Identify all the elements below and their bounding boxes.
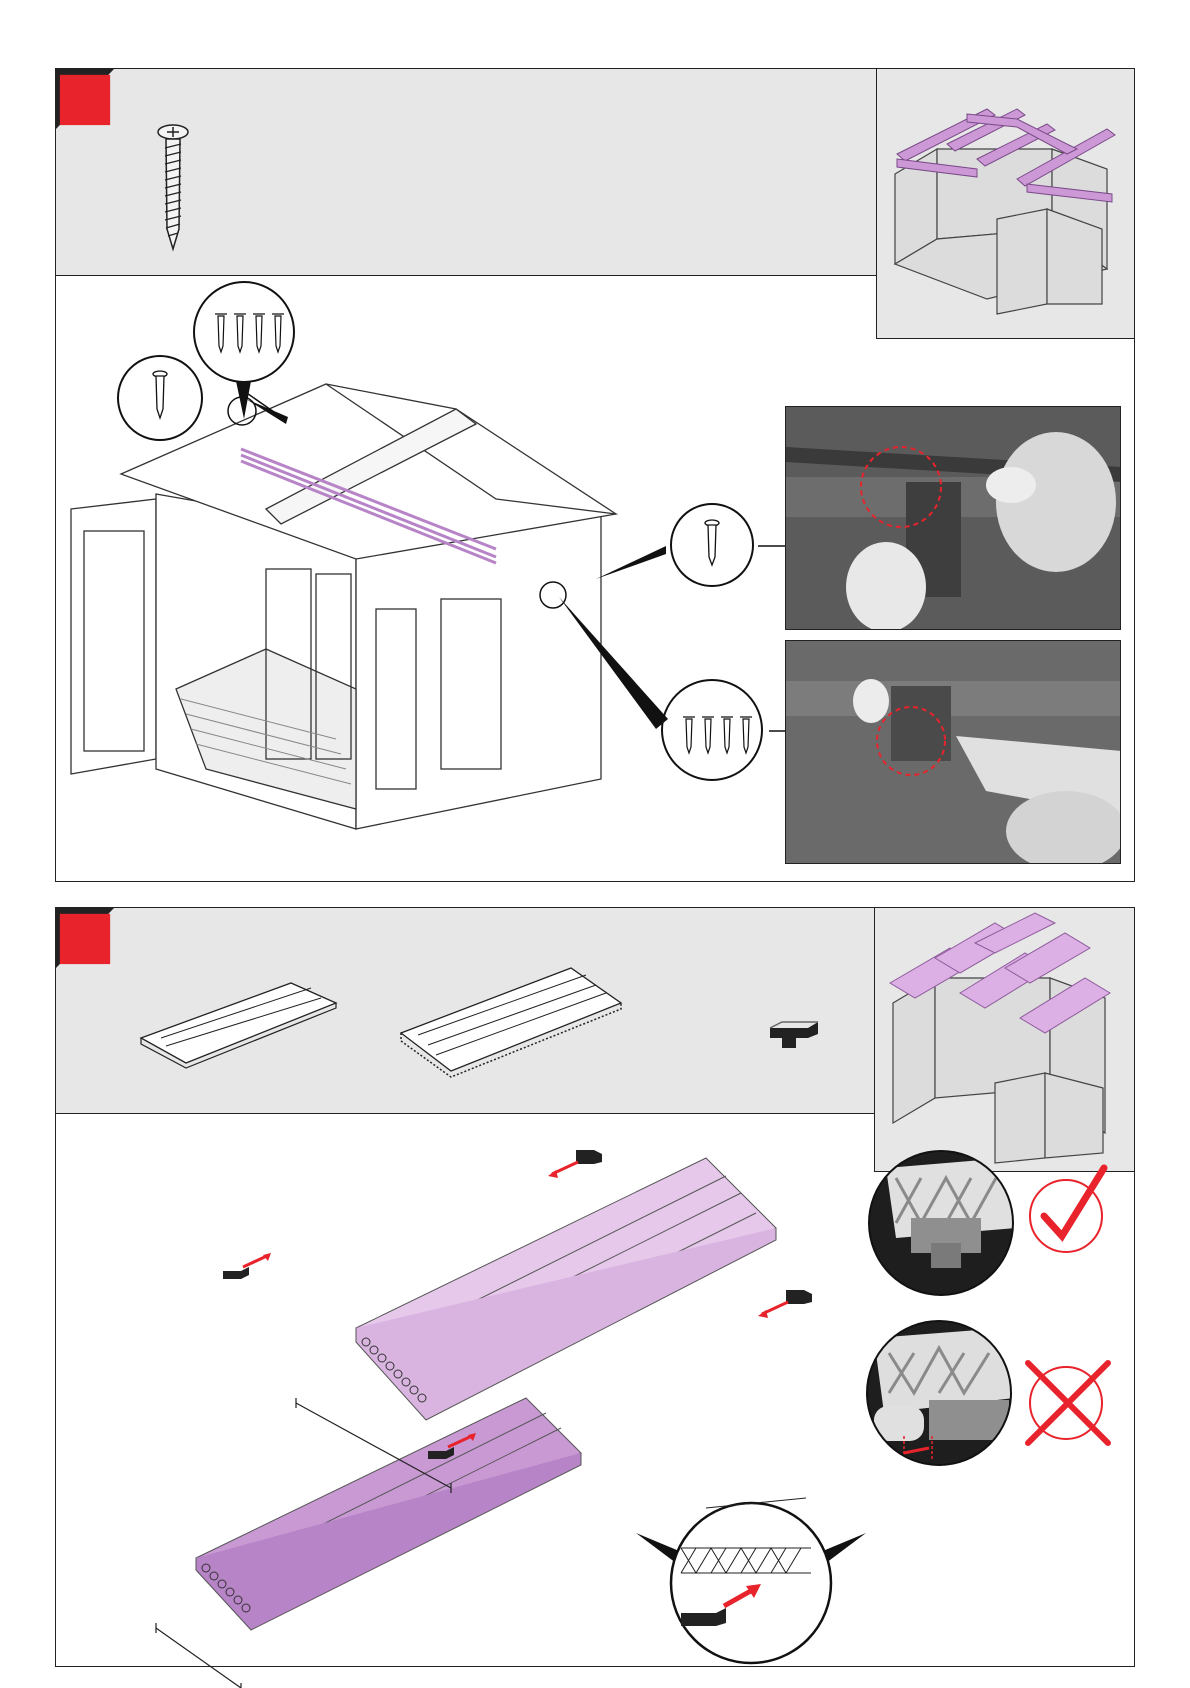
- step-2-panel: [55, 907, 1135, 1667]
- step-2-overview-thumbnail: [874, 908, 1134, 1172]
- end-cap-plug-icon: [768, 1020, 820, 1056]
- step-2-parts-bar: [56, 908, 876, 1114]
- wide-roof-panel-icon: [396, 963, 636, 1083]
- callout-pointers: [56, 69, 1136, 883]
- roof-panel-wide-illustration: [296, 1158, 816, 1498]
- cross-icon: [1018, 1353, 1118, 1453]
- narrow-roof-panel-icon: [136, 968, 346, 1068]
- step-2-badge-icon: [56, 908, 114, 968]
- plug-insertion-detail: [636, 1488, 866, 1663]
- correct-fit-photo: [866, 1148, 1016, 1298]
- arrow-plug-left-narrow: [221, 1253, 281, 1287]
- step-1-panel: [55, 68, 1135, 882]
- arrow-plug-left-wide: [426, 1433, 486, 1467]
- incorrect-fit-photo: [864, 1318, 1014, 1468]
- shed-roof-overview-icon: [875, 908, 1135, 1172]
- check-icon: [1024, 1158, 1114, 1258]
- arrow-plug-right-wide: [756, 1288, 816, 1322]
